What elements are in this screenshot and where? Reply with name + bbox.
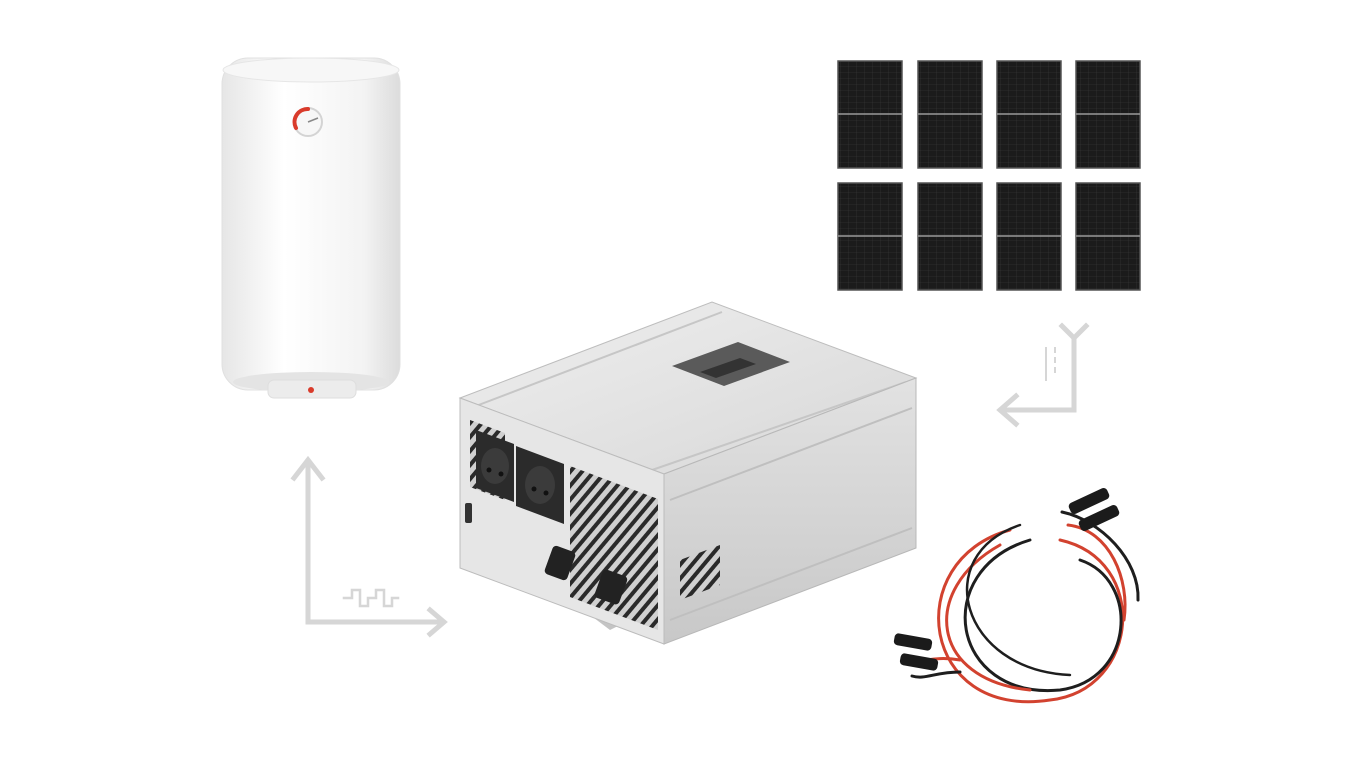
ac-socket xyxy=(476,430,514,502)
dc-cable-set xyxy=(893,488,1140,704)
solar-panel xyxy=(996,60,1062,169)
solar-panel xyxy=(837,182,903,291)
solar-panel xyxy=(1075,60,1141,169)
power-switch xyxy=(465,503,472,523)
solar-panel xyxy=(996,182,1062,291)
mc4-connector xyxy=(893,488,1120,671)
lcd-display xyxy=(672,342,790,386)
water-heater xyxy=(221,57,401,399)
side-vent xyxy=(680,545,720,600)
flow-arrow-inverter-to-heater xyxy=(290,455,448,638)
solar-panel xyxy=(837,60,903,169)
solar-panel xyxy=(917,182,983,291)
thermostat-dial-icon xyxy=(292,107,323,137)
dc-current-icon xyxy=(1045,347,1056,381)
solar-panel xyxy=(917,60,983,169)
flow-arrow-panels-to-inverter xyxy=(996,322,1090,428)
modified-sine-wave-icon xyxy=(342,588,400,608)
solar-panel xyxy=(1075,182,1141,291)
pv-input-connector xyxy=(544,545,628,605)
solar-panel-array xyxy=(837,60,1141,291)
ac-socket xyxy=(516,446,564,524)
mppt-inverter xyxy=(458,301,918,645)
